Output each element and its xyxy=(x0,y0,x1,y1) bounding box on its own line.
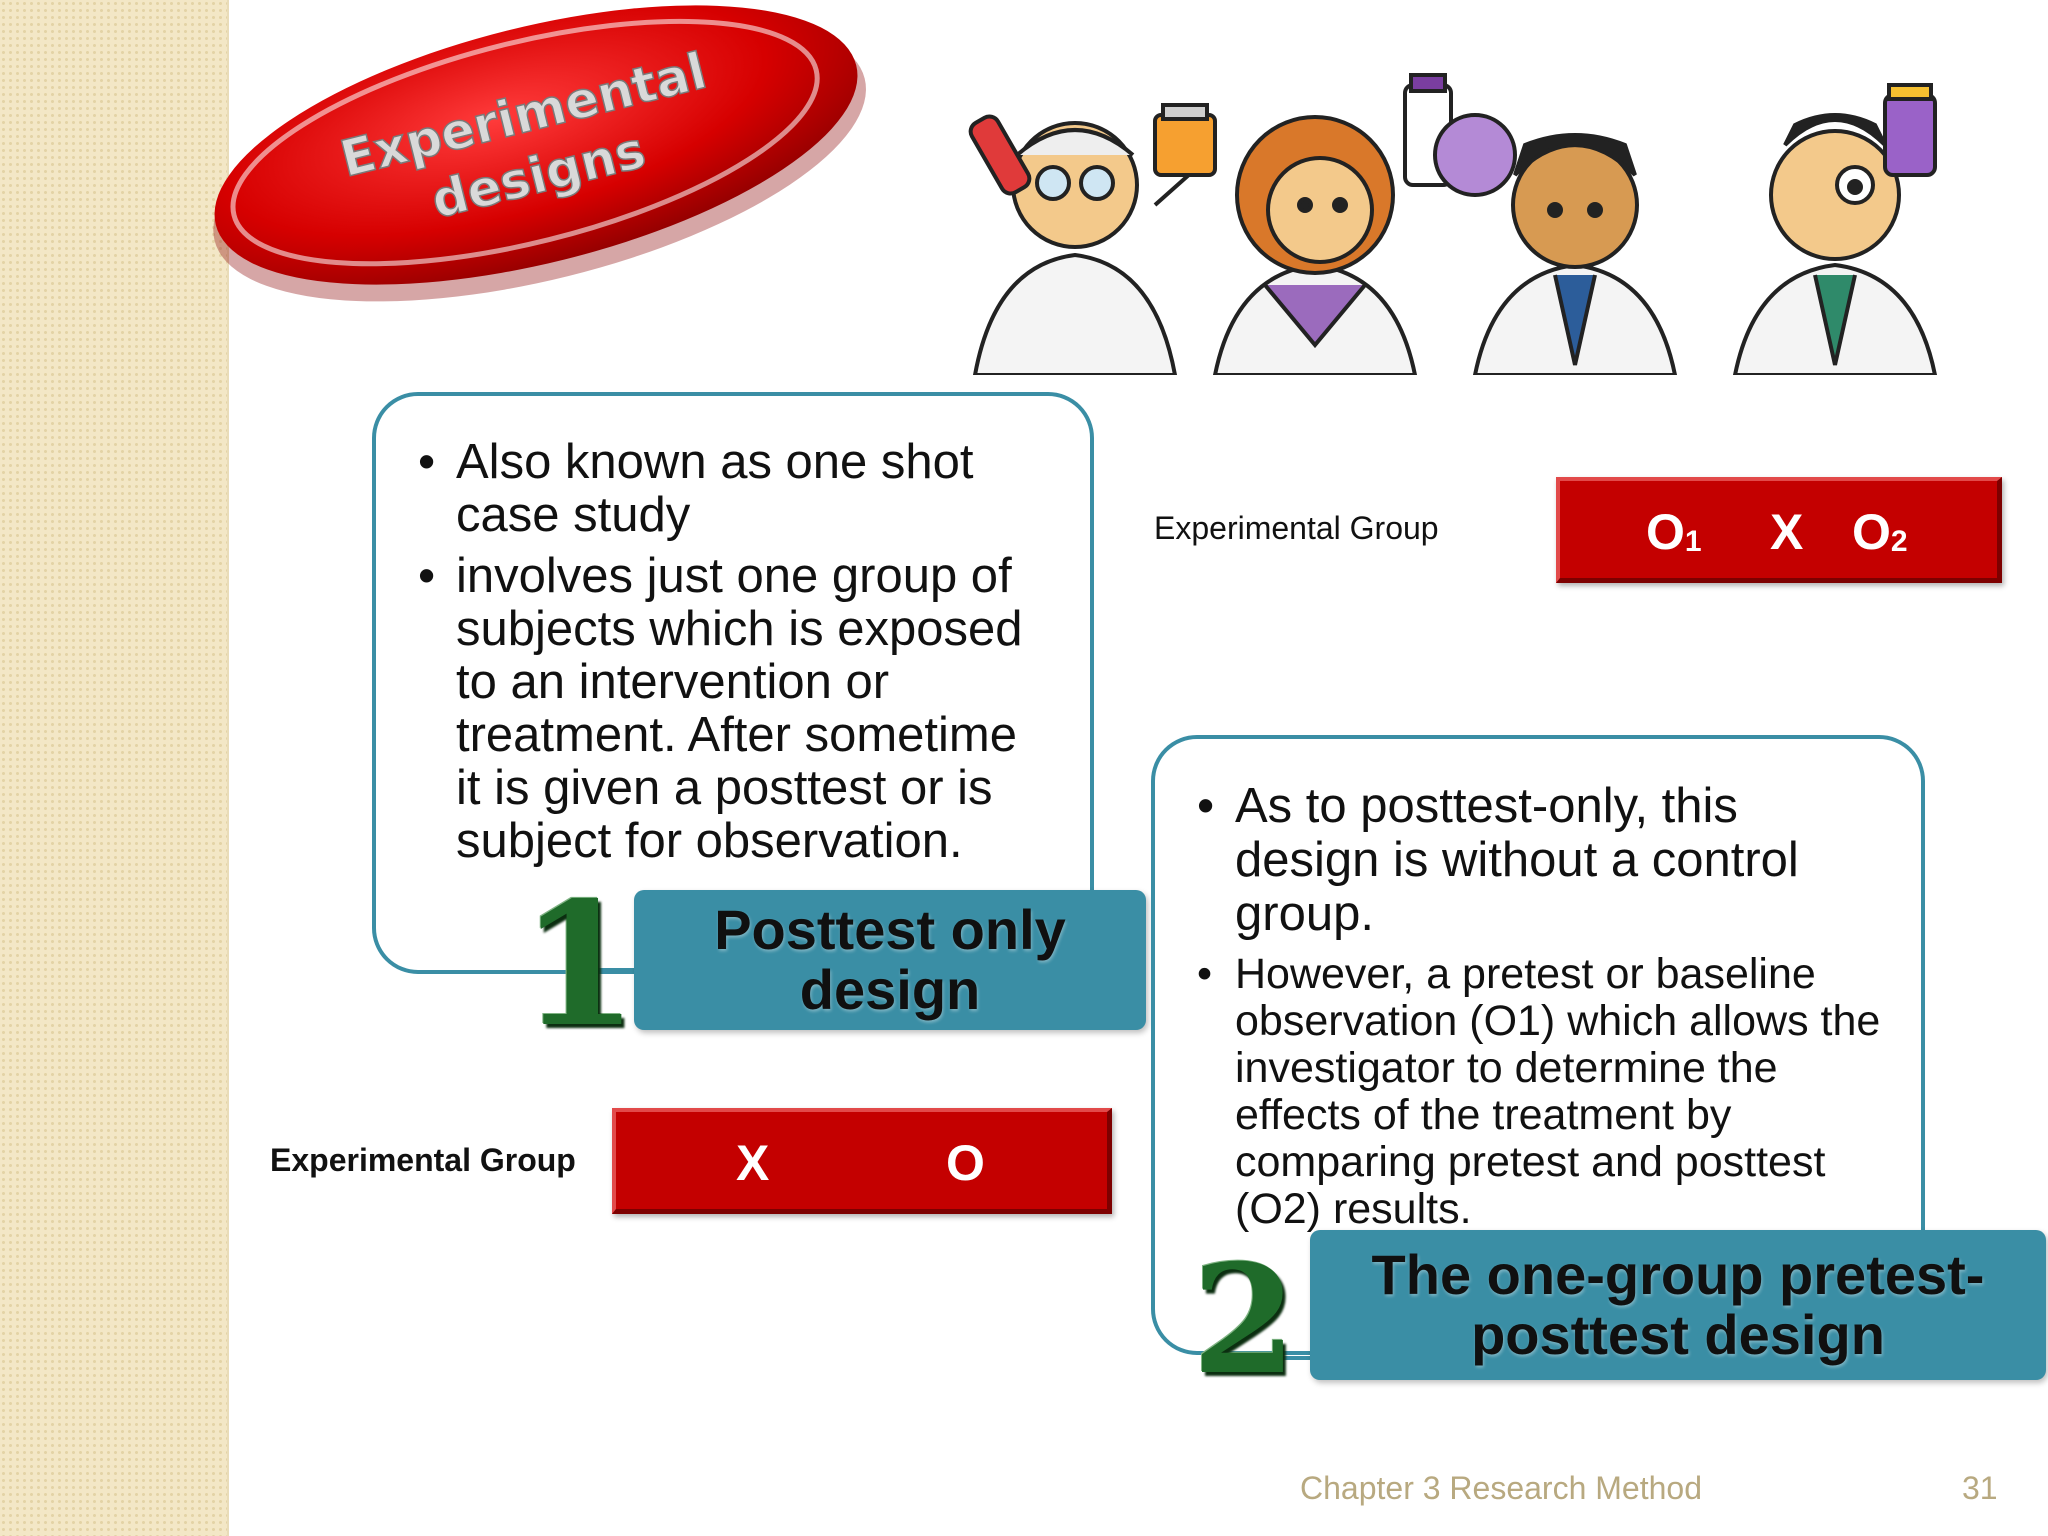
title-ellipse-graphic: Experimental designs xyxy=(186,0,886,310)
posttest-only-description-box: Also known as one shot case study involv… xyxy=(372,392,1094,974)
one-group-pretest-posttest-label: The one-group pretest-posttest design xyxy=(1310,1230,2046,1380)
bullet-list: Also known as one shot case study involv… xyxy=(416,436,1050,868)
step-number-1: 1 xyxy=(520,865,639,1065)
decorative-side-strip xyxy=(0,0,229,1536)
observation-1: O1 xyxy=(1646,504,1702,560)
experimental-group-label: Experimental Group xyxy=(270,1142,576,1178)
treatment-x: X xyxy=(1770,504,1804,560)
scientists-illustration xyxy=(955,45,1975,375)
bullet-item: involves just one group of subjects whic… xyxy=(416,550,1050,868)
step-number-2: 2 xyxy=(1192,1232,1297,1408)
observation-o: O xyxy=(946,1135,985,1191)
observation-2: O2 xyxy=(1852,504,1908,560)
connector-line xyxy=(1250,1356,1310,1360)
treatment-x: X xyxy=(736,1135,770,1191)
bullet-item: Also known as one shot case study xyxy=(416,436,1050,542)
experimental-group-label: Experimental Group xyxy=(1154,510,1439,546)
pretest-posttest-description-box: As to posttest-only, this design is with… xyxy=(1151,735,1925,1355)
design-notation-bar: O1 X O2 xyxy=(1556,477,2002,583)
bullet-list: As to posttest-only, this design is with… xyxy=(1195,779,1891,1233)
design-notation-bar: X O xyxy=(612,1108,1112,1214)
bullet-item: However, a pretest or baseline observati… xyxy=(1195,951,1891,1233)
page-number: 31 xyxy=(1962,1470,1998,1506)
footer-chapter-title: Chapter 3 Research Method xyxy=(1300,1470,1702,1506)
posttest-only-design-label: Posttest only design xyxy=(634,890,1146,1030)
bullet-item: As to posttest-only, this design is with… xyxy=(1195,779,1891,941)
connector-line xyxy=(580,968,640,972)
